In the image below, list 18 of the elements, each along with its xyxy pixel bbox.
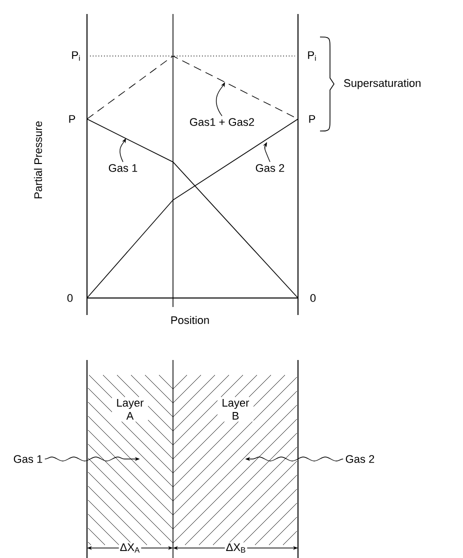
dimension-label: ΔX$_{B}$ <box>224 542 248 554</box>
node-label: Layer B <box>222 399 250 420</box>
axis-label: P$_{i}$ <box>308 51 316 61</box>
gas-label: Gas 2 <box>346 455 374 463</box>
axis-label: 0 <box>310 294 316 302</box>
axis-title: Position <box>171 316 209 324</box>
gas-label: Gas 1 <box>108 164 138 172</box>
bracket-label: Supersaturation <box>344 78 420 90</box>
axis-label: 0 <box>67 294 73 302</box>
gas-label: Gas 2 <box>256 164 284 172</box>
axis-label: P <box>309 115 316 123</box>
node-label: Layer A <box>117 399 144 420</box>
axis-label: P <box>69 115 76 123</box>
gas-label: Gas 1 <box>14 455 42 463</box>
dimension-label: ΔX$_{A}$ <box>118 542 142 554</box>
axis-title: Partial Pressure <box>34 121 42 198</box>
gas-label: Gas1 + Gas2 <box>190 118 254 126</box>
axis-label: P$_{i}$ <box>72 51 80 61</box>
